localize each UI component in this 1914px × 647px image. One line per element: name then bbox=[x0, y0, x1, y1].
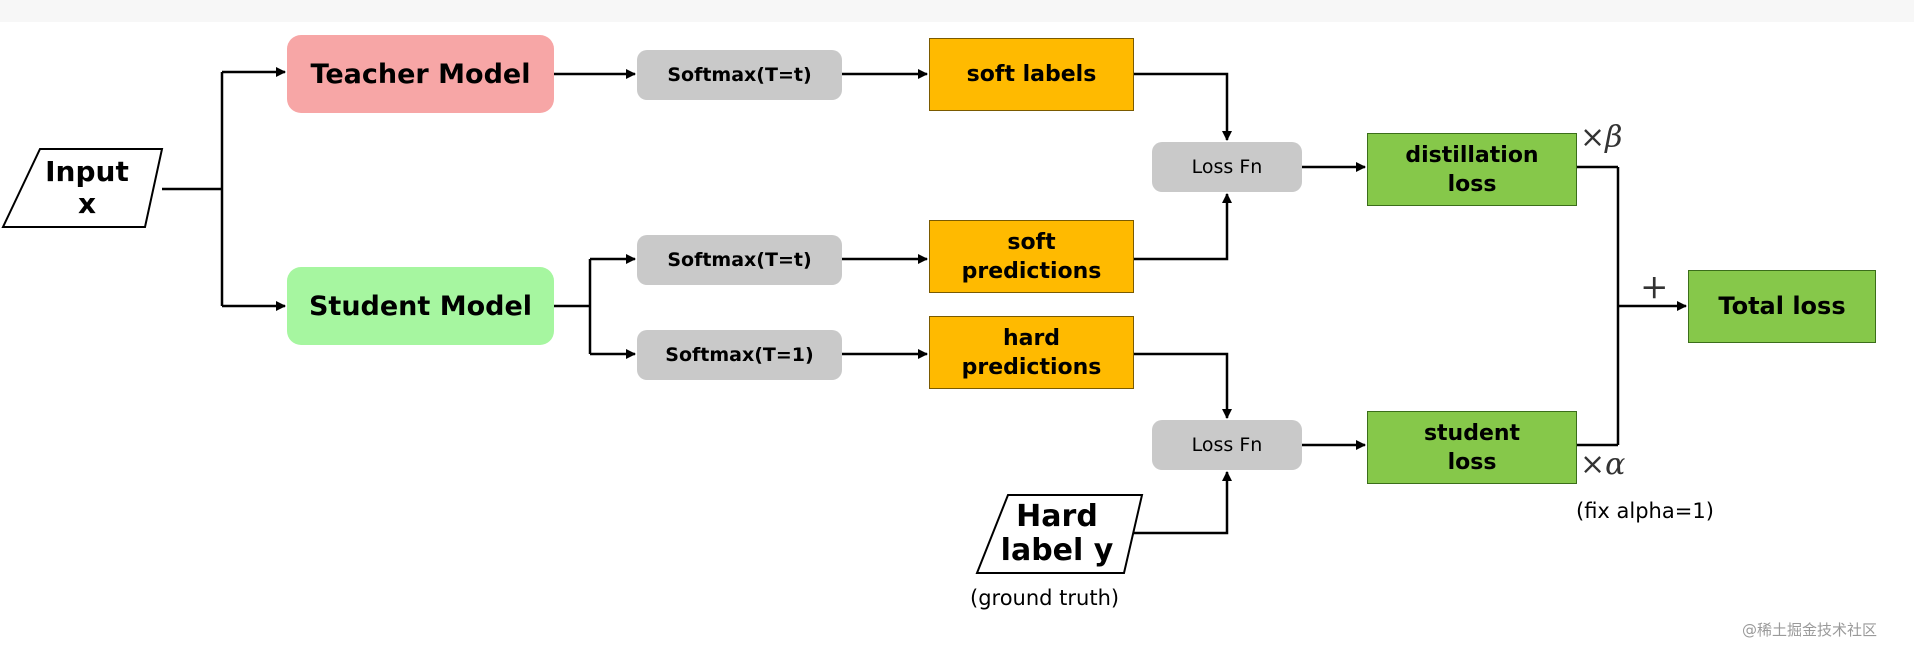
distillation-loss-line1: distillation bbox=[1405, 142, 1539, 168]
soft-predictions-line2: predictions bbox=[961, 258, 1102, 284]
softmax-student-hard-node: Softmax(T=1) bbox=[637, 330, 842, 380]
student-loss-line1: student bbox=[1423, 420, 1521, 446]
hard-label-shape bbox=[975, 494, 1144, 574]
plus-sign: + bbox=[1640, 267, 1669, 307]
hard-predictions-line1: hard bbox=[1002, 325, 1061, 351]
soft-predictions-line1: soft bbox=[1007, 229, 1056, 255]
input-shape bbox=[1, 148, 164, 228]
softmax-teacher-node: Softmax(T=t) bbox=[637, 50, 842, 100]
hard-label-node: Hard label y bbox=[992, 495, 1122, 573]
alpha-note: (fix alpha=1) bbox=[1576, 499, 1714, 523]
student-model-node: Student Model bbox=[287, 267, 554, 345]
softmax-student-soft-node: Softmax(T=t) bbox=[637, 235, 842, 285]
total-loss-node: Total loss bbox=[1688, 270, 1876, 343]
hard-predictions-node: hard predictions bbox=[929, 316, 1134, 389]
loss-fn-bottom-node: Loss Fn bbox=[1152, 420, 1302, 470]
input-label-line1: Input bbox=[45, 154, 129, 188]
input-node: Input x bbox=[22, 149, 152, 227]
hard-label-line1: Hard bbox=[1016, 498, 1098, 534]
hard-label-line2: label y bbox=[1000, 533, 1114, 568]
distillation-loss-line2: loss bbox=[1447, 171, 1497, 197]
ground-truth-note: (ground truth) bbox=[970, 586, 1120, 610]
beta-weight-label: ×β bbox=[1580, 120, 1623, 155]
watermark-text: @稀土掘金技术社区 bbox=[1742, 621, 1878, 639]
soft-labels-node: soft labels bbox=[929, 38, 1134, 111]
input-label-line2: x bbox=[77, 187, 97, 220]
loss-fn-top-node: Loss Fn bbox=[1152, 142, 1302, 192]
student-loss-node: student loss bbox=[1367, 411, 1577, 484]
top-band bbox=[0, 0, 1914, 22]
distillation-loss-node: distillation loss bbox=[1367, 133, 1577, 206]
teacher-model-node: Teacher Model bbox=[287, 35, 554, 113]
alpha-weight-label: ×α bbox=[1580, 447, 1626, 482]
student-loss-line2: loss bbox=[1447, 449, 1497, 475]
soft-predictions-node: soft predictions bbox=[929, 220, 1134, 293]
hard-predictions-line2: predictions bbox=[961, 354, 1102, 380]
